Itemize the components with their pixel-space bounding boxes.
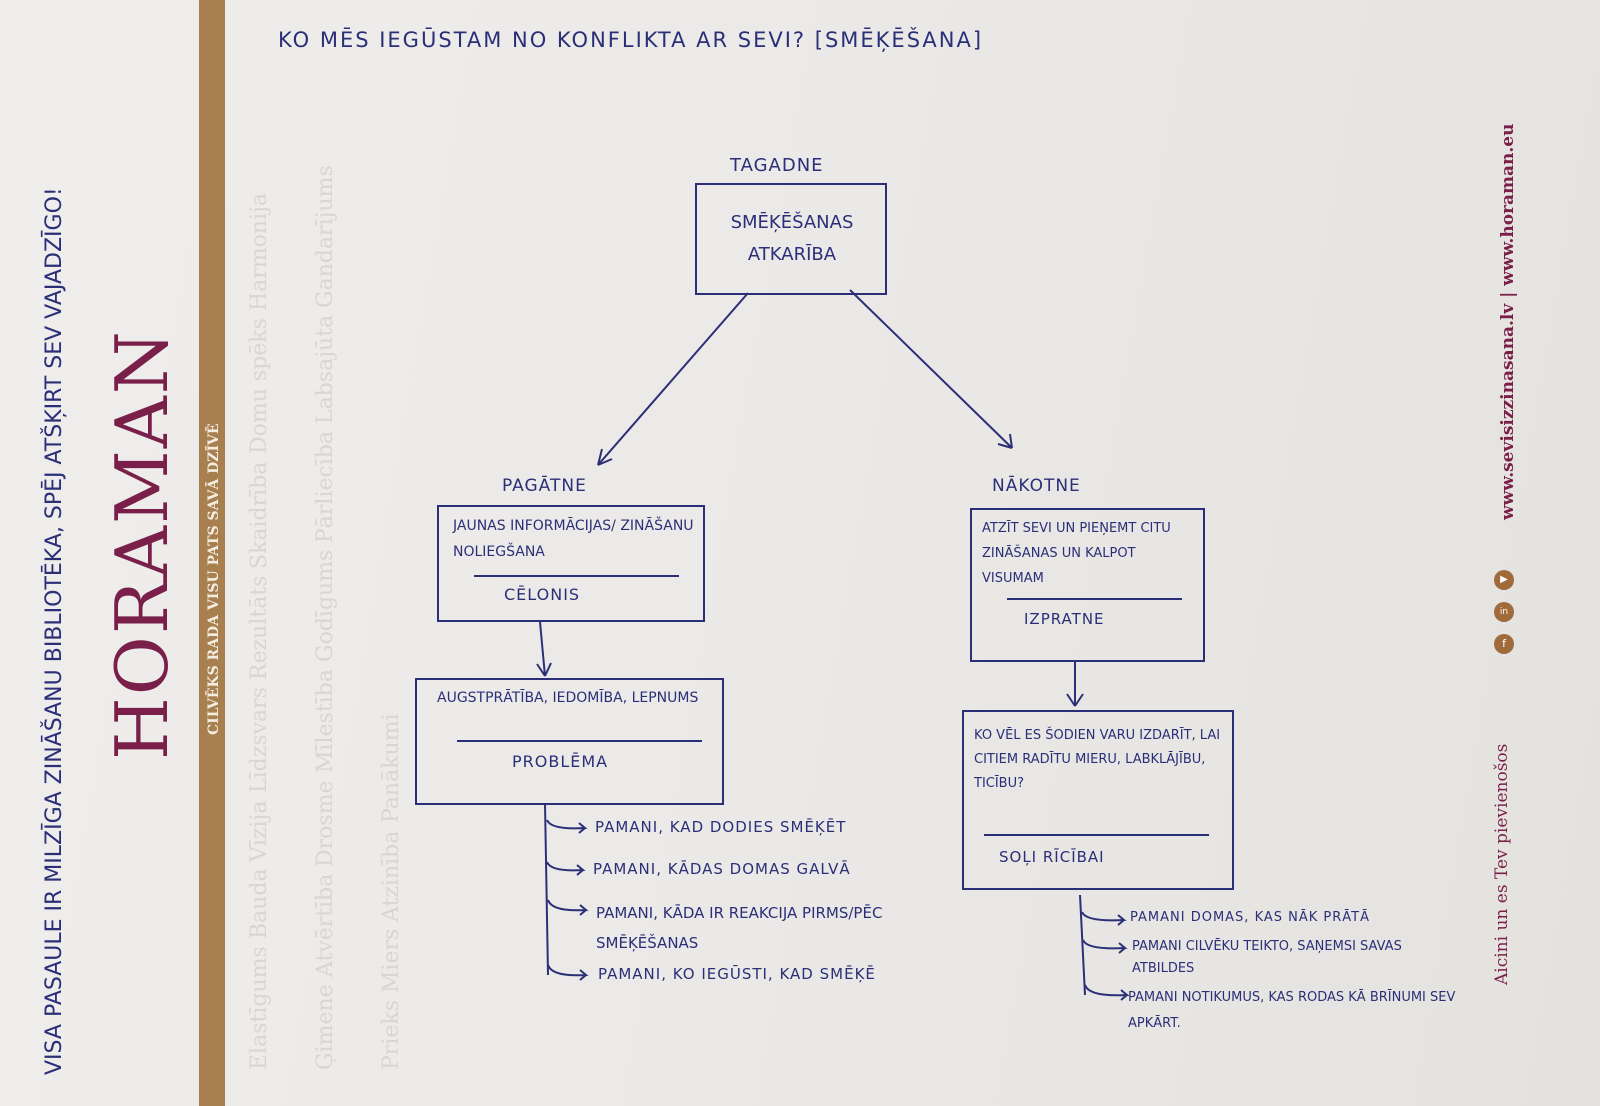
future-item: Pamani domas, kas nāk prātā bbox=[1130, 910, 1371, 925]
past-item: Pamani, kādas domas galvā bbox=[593, 860, 851, 878]
youtube-icon[interactable]: ▶ bbox=[1494, 570, 1514, 590]
social-icons: ▶ in f bbox=[1494, 570, 1514, 654]
future-understanding-box: Atzīt sevi un pieņemt citu zināšanas un … bbox=[970, 508, 1205, 662]
past-label: Pagātne bbox=[502, 476, 587, 496]
past-problem-text: Augstprātība, iedomība, lepnums bbox=[437, 690, 699, 706]
past-item: Pamani, ko iegūsti, kad smēķē bbox=[598, 965, 876, 983]
arrow-to-past bbox=[597, 292, 749, 466]
facebook-icon[interactable]: f bbox=[1494, 634, 1514, 654]
future-action-caption: Soļi rīcībai bbox=[999, 848, 1105, 866]
future-list-trunk bbox=[1079, 894, 1086, 996]
future-item: Pamani cilvēku teikto, saņemsi savas atb… bbox=[1132, 939, 1402, 976]
past-cause-box: Jaunas informācijas/ zināšanu noliegšana… bbox=[437, 505, 705, 622]
present-text: Smēķēšanas atkarība bbox=[730, 212, 854, 265]
brand-strip bbox=[199, 0, 225, 1106]
past-cause-caption: Cēlonis bbox=[504, 585, 581, 604]
past-problem-box: Augstprātība, iedomība, lepnums Problēma bbox=[415, 678, 724, 805]
future-item: Pamani notikumus, kas rodas kā brīnumi s… bbox=[1128, 990, 1456, 1031]
future-label: Nākotne bbox=[992, 476, 1081, 496]
past-item: Pamani, kad dodies smēķēt bbox=[595, 818, 847, 836]
future-action-text: Ko vēl es šodien varu izdarīt, lai citie… bbox=[974, 728, 1221, 791]
future-action-box: Ko vēl es šodien varu izdarīt, lai citie… bbox=[962, 710, 1234, 890]
future-understanding-text: Atzīt sevi un pieņemt citu zināšanas un … bbox=[982, 521, 1171, 586]
arrow-to-future bbox=[849, 289, 1013, 449]
arrow-past-down bbox=[536, 621, 552, 677]
divider bbox=[984, 834, 1209, 836]
past-list-trunk bbox=[544, 802, 549, 976]
past-item: Pamani, kāda ir reakcija pirms/pēc smēķē… bbox=[596, 904, 883, 952]
present-box: Smēķēšanas atkarība bbox=[695, 183, 887, 295]
diagram-title: Ko mēs iegūstam no konflikta ar sevi? [S… bbox=[278, 28, 984, 52]
past-cause-text: Jaunas informācijas/ zināšanu noliegšana bbox=[453, 518, 694, 560]
linkedin-icon[interactable]: in bbox=[1494, 602, 1514, 622]
past-problem-caption: Problēma bbox=[512, 752, 609, 771]
divider bbox=[1007, 598, 1182, 600]
present-label: Tagadne bbox=[730, 155, 824, 176]
future-understanding-caption: Izpratne bbox=[1024, 610, 1105, 628]
divider bbox=[474, 575, 679, 577]
divider bbox=[457, 740, 702, 742]
arrow-future-down bbox=[1066, 662, 1084, 707]
